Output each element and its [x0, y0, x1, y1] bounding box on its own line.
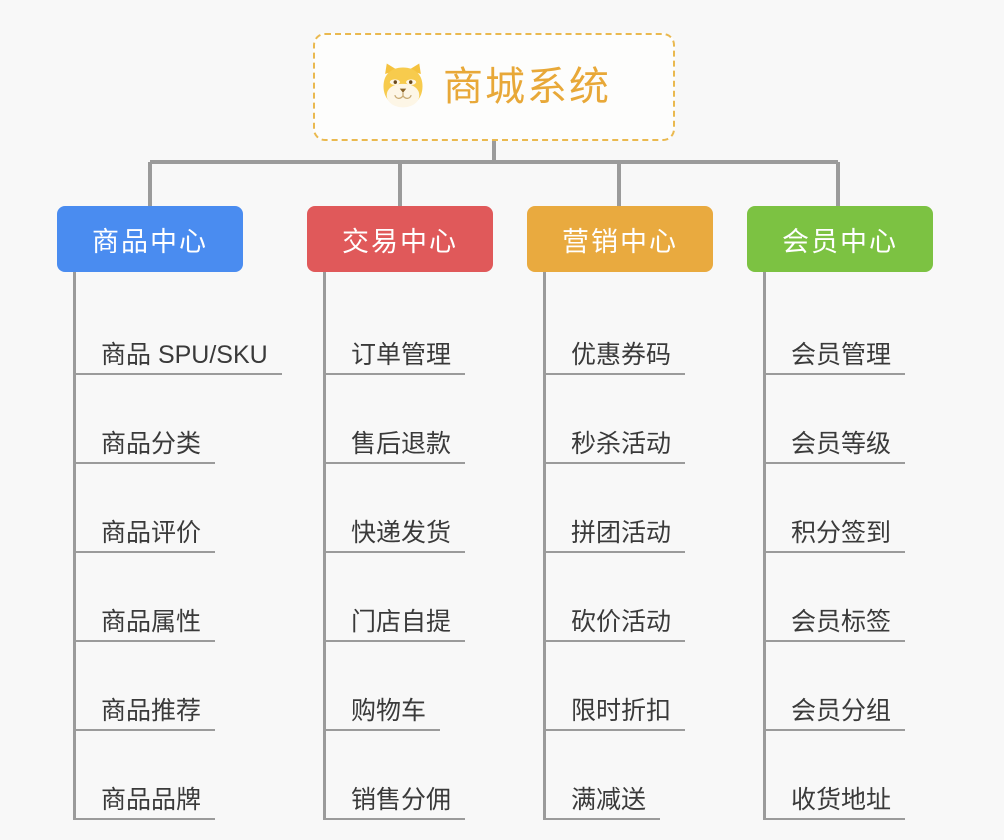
- root-node[interactable]: 商城系统: [313, 33, 675, 141]
- leaf-underline: [763, 551, 905, 553]
- branch-spine-3: [763, 272, 766, 820]
- leaf-item[interactable]: 商品 SPU/SKU: [57, 286, 287, 375]
- leaf-label: 门店自提: [351, 607, 452, 636]
- leaf-item[interactable]: 门店自提: [307, 553, 522, 642]
- branch-header-label-0: 商品中心: [92, 226, 208, 257]
- leaf-item[interactable]: 限时折扣: [527, 642, 742, 731]
- leaf-label: 砍价活动: [571, 607, 672, 636]
- branch-header-0[interactable]: 商品中心: [57, 206, 243, 272]
- leaf-underline: [543, 729, 685, 731]
- leaf-label: 商品 SPU/SKU: [101, 340, 268, 369]
- leaf-underline: [543, 818, 660, 820]
- leaf-label: 秒杀活动: [571, 429, 672, 458]
- shiba-dog-face-icon: [383, 63, 423, 108]
- leaf-item[interactable]: 商品品牌: [57, 731, 287, 820]
- leaf-underline: [73, 729, 215, 731]
- leaf-label: 满减送: [571, 785, 647, 814]
- leaf-underline: [543, 462, 685, 464]
- leaf-label: 商品分类: [101, 429, 202, 458]
- leaf-item[interactable]: 商品分类: [57, 375, 287, 464]
- branch-header-label-3: 会员中心: [782, 226, 898, 257]
- leaf-item[interactable]: 满减送: [527, 731, 742, 820]
- branch-header-2[interactable]: 营销中心: [527, 206, 713, 272]
- leaf-label: 会员管理: [791, 340, 892, 369]
- leaf-item[interactable]: 砍价活动: [527, 553, 742, 642]
- leaf-label: 会员标签: [791, 607, 892, 636]
- leaf-label: 销售分佣: [351, 785, 452, 814]
- leaf-label: 会员分组: [791, 696, 892, 725]
- branch-spine-1: [323, 272, 326, 820]
- branch-column-2: 营销中心 优惠券码 秒杀活动 拼团活动 砍价活动 限时折扣: [527, 206, 742, 820]
- leaf-underline: [73, 551, 215, 553]
- leaf-label: 订单管理: [351, 340, 452, 369]
- leaf-item[interactable]: 商品评价: [57, 464, 287, 553]
- leaf-item[interactable]: 购物车: [307, 642, 522, 731]
- leaf-underline: [323, 551, 465, 553]
- leaf-underline: [543, 373, 685, 375]
- branch-spine-0: [73, 272, 76, 820]
- leaf-label: 快递发货: [351, 518, 452, 547]
- branch-items-1: 订单管理 售后退款 快递发货 门店自提 购物车 销售分佣: [307, 272, 522, 820]
- leaf-item[interactable]: 优惠券码: [527, 286, 742, 375]
- leaf-item[interactable]: 会员标签: [747, 553, 962, 642]
- leaf-label: 拼团活动: [571, 518, 672, 547]
- branch-column-3: 会员中心 会员管理 会员等级 积分签到 会员标签 会员分组: [747, 206, 962, 820]
- leaf-underline: [763, 729, 905, 731]
- leaf-underline: [763, 462, 905, 464]
- leaf-item[interactable]: 秒杀活动: [527, 375, 742, 464]
- root-title: 商城系统: [443, 65, 611, 109]
- leaf-label: 商品推荐: [101, 696, 202, 725]
- leaf-item[interactable]: 会员等级: [747, 375, 962, 464]
- leaf-label: 会员等级: [791, 429, 892, 458]
- leaf-item[interactable]: 销售分佣: [307, 731, 522, 820]
- leaf-underline: [73, 373, 282, 375]
- leaf-item[interactable]: 会员分组: [747, 642, 962, 731]
- leaf-underline: [763, 373, 905, 375]
- leaf-underline: [73, 462, 215, 464]
- branch-column-1: 交易中心 订单管理 售后退款 快递发货 门店自提 购物车: [307, 206, 522, 820]
- leaf-underline: [763, 818, 905, 820]
- leaf-item[interactable]: 积分签到: [747, 464, 962, 553]
- branch-header-3[interactable]: 会员中心: [747, 206, 933, 272]
- leaf-item[interactable]: 收货地址: [747, 731, 962, 820]
- leaf-item[interactable]: 商品属性: [57, 553, 287, 642]
- leaf-underline: [73, 818, 215, 820]
- leaf-underline: [323, 640, 465, 642]
- leaf-label: 优惠券码: [571, 340, 672, 369]
- branch-header-label-2: 营销中心: [562, 226, 678, 257]
- branch-items-2: 优惠券码 秒杀活动 拼团活动 砍价活动 限时折扣 满减送: [527, 272, 742, 820]
- leaf-underline: [323, 729, 440, 731]
- leaf-item[interactable]: 拼团活动: [527, 464, 742, 553]
- branch-header-1[interactable]: 交易中心: [307, 206, 493, 272]
- leaf-label: 购物车: [351, 696, 427, 725]
- leaf-item[interactable]: 售后退款: [307, 375, 522, 464]
- leaf-underline: [763, 640, 905, 642]
- leaf-label: 商品评价: [101, 518, 202, 547]
- leaf-underline: [323, 818, 465, 820]
- leaf-label: 收货地址: [791, 785, 892, 814]
- leaf-underline: [73, 640, 215, 642]
- leaf-label: 商品品牌: [101, 785, 202, 814]
- leaf-label: 售后退款: [351, 429, 452, 458]
- branch-column-0: 商品中心 商品 SPU/SKU 商品分类 商品评价 商品属性 商品推荐: [57, 206, 287, 820]
- leaf-underline: [323, 373, 465, 375]
- leaf-underline: [543, 551, 685, 553]
- leaf-label: 商品属性: [101, 607, 202, 636]
- branch-items-3: 会员管理 会员等级 积分签到 会员标签 会员分组 收货地址: [747, 272, 962, 820]
- branch-items-0: 商品 SPU/SKU 商品分类 商品评价 商品属性 商品推荐 商品品牌: [57, 272, 287, 820]
- leaf-item[interactable]: 快递发货: [307, 464, 522, 553]
- leaf-underline: [543, 640, 685, 642]
- leaf-item[interactable]: 订单管理: [307, 286, 522, 375]
- branch-header-label-1: 交易中心: [342, 226, 458, 257]
- leaf-label: 积分签到: [791, 518, 892, 547]
- branch-spine-2: [543, 272, 546, 820]
- leaf-label: 限时折扣: [571, 696, 672, 725]
- leaf-item[interactable]: 会员管理: [747, 286, 962, 375]
- leaf-item[interactable]: 商品推荐: [57, 642, 287, 731]
- leaf-underline: [323, 462, 465, 464]
